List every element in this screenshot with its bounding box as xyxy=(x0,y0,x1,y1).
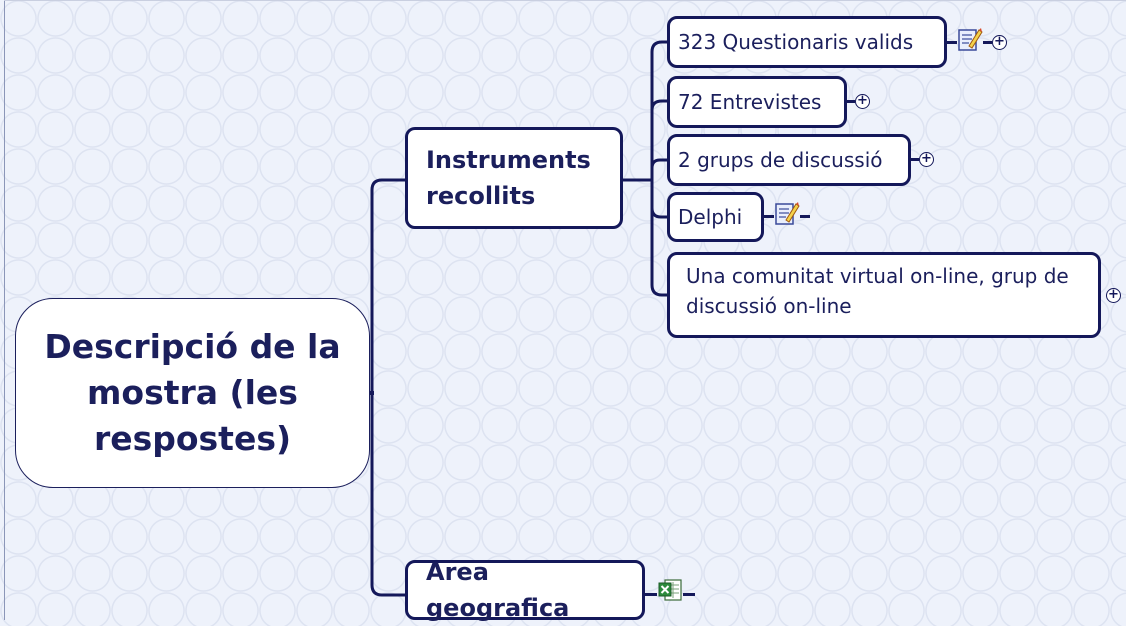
subtopic-label: Una comunitat virtual on-line, grup de d… xyxy=(686,264,1069,318)
expand-plus-icon[interactable]: + xyxy=(919,152,934,167)
canvas-top-border xyxy=(4,0,1126,1)
expand-plus-icon[interactable]: + xyxy=(1106,288,1121,303)
subtopic-comunitat-virtual[interactable]: Una comunitat virtual on-line, grup de d… xyxy=(667,252,1101,338)
subtopic-label: 72 Entrevistes xyxy=(678,90,822,114)
subtopic-label: 323 Questionaris valids xyxy=(678,30,914,54)
root-topic[interactable]: Descripció de la mostra (les respostes) xyxy=(15,298,370,488)
root-topic-label: Descripció de la mostra (les respostes) xyxy=(44,327,341,458)
connector-stub xyxy=(983,41,992,44)
excel-attachment-icon[interactable] xyxy=(657,577,683,603)
subtopic-grups-discussio[interactable]: 2 grups de discussió xyxy=(667,134,911,186)
connector-stub xyxy=(800,215,810,218)
subtopic-questionaris[interactable]: 323 Questionaris valids xyxy=(667,16,947,68)
canvas-left-border xyxy=(4,0,5,620)
expand-plus-icon[interactable]: + xyxy=(992,35,1007,50)
connector-stub xyxy=(947,41,957,44)
note-icon[interactable] xyxy=(957,26,983,52)
connector-stub xyxy=(683,593,695,596)
topic-label: Instruments recollits xyxy=(426,146,591,210)
expand-plus-icon[interactable]: + xyxy=(855,94,870,109)
connector-stub xyxy=(764,215,774,218)
topic-area-geografica[interactable]: Area geografica xyxy=(405,558,645,622)
connector-stub xyxy=(911,158,919,161)
subtopic-entrevistes[interactable]: 72 Entrevistes xyxy=(667,76,847,128)
subtopic-delphi[interactable]: Delphi xyxy=(667,192,764,242)
connector-stub xyxy=(645,593,657,596)
topic-label: Area geografica xyxy=(426,558,570,622)
subtopic-label: 2 grups de discussió xyxy=(678,148,883,172)
note-icon[interactable] xyxy=(774,200,800,226)
connector-stub xyxy=(847,100,855,103)
subtopic-label: Delphi xyxy=(678,205,743,229)
topic-instruments-recollits[interactable]: Instruments recollits xyxy=(405,127,623,229)
